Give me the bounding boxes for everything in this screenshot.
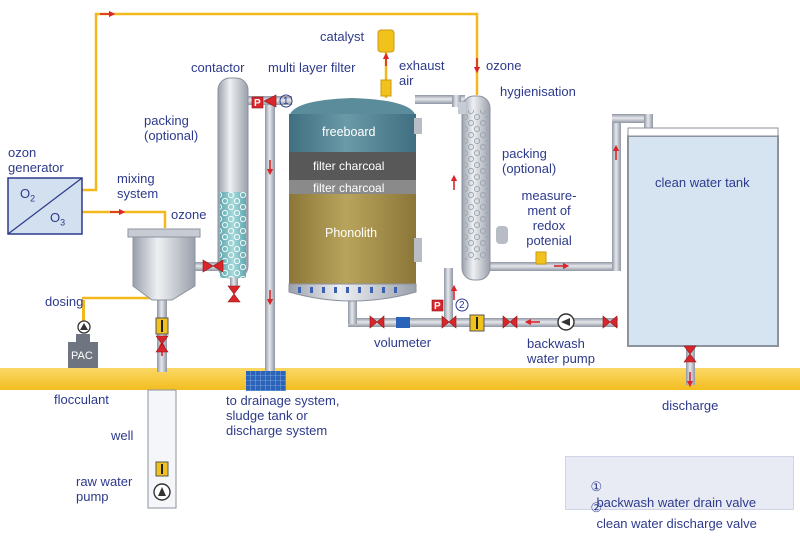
label-mixing-system: mixing system [117, 171, 159, 201]
valve-well [155, 335, 169, 353]
label-o3: O3 [50, 210, 66, 228]
ground-band [0, 368, 800, 390]
legend-num-2: ② [590, 500, 603, 515]
legend-text-1: backwash water drain valve [596, 495, 757, 510]
volumeter [396, 317, 410, 328]
label-p2: P [434, 301, 441, 312]
mixing-tank [127, 228, 201, 301]
water-treatment-diagram [0, 10, 800, 509]
label-o2: O2 [20, 186, 36, 204]
label-filter-charcoal-1: filter charcoal [313, 159, 385, 173]
manifold-fitting [469, 314, 485, 332]
valve-mixing [202, 259, 224, 273]
flocculant-fitting [155, 317, 169, 335]
valve-discharge [683, 345, 697, 363]
valve-manifold-4 [602, 315, 618, 329]
valve-p1 [251, 96, 264, 109]
hygienisation-column [458, 95, 508, 281]
label-packing-right: packing (optional) [502, 146, 557, 176]
ozone-generator [7, 177, 83, 235]
label-raw-water-pump: raw water pump [76, 474, 133, 504]
label-backwash-pump: backwash water pump [527, 336, 595, 366]
label-contactor: contactor [191, 60, 245, 75]
label-ozone-mid: ozone [171, 207, 207, 222]
label-dosing: dosing [45, 294, 84, 309]
valve-manifold-3 [502, 315, 518, 329]
dosing-unit [68, 300, 98, 368]
valve-manifold-2 [441, 315, 457, 329]
label-drainage: to drainage system, sludge tank or disch… [226, 393, 340, 438]
label-valve1-num: 1 [283, 96, 289, 107]
valve-manifold-1 [369, 315, 385, 329]
clean-water-tank [627, 127, 779, 347]
contactor-column [217, 77, 249, 290]
ozone-flow-arrows [100, 10, 481, 216]
label-hygienisation: hygienisation [500, 84, 576, 99]
catalyst-unit [377, 29, 395, 97]
label-flocculant: flocculant [54, 392, 109, 407]
legend-item-2: ② clean water discharge valve [576, 485, 757, 546]
label-well: well [111, 428, 134, 443]
redox-sensor [535, 251, 547, 265]
raw-water-pump [153, 461, 171, 501]
label-catalyst: catalyst [320, 29, 365, 44]
multi-layer-filter [288, 98, 422, 302]
legend-item-1: ① backwash water drain valve [576, 464, 756, 525]
label-p1: P [254, 98, 261, 109]
valve-number-circles [279, 94, 469, 312]
label-clean-water-tank: clean water tank [655, 175, 750, 190]
label-filter-charcoal-2: filter charcoal [313, 181, 385, 195]
valves [155, 94, 697, 363]
valve-drain [263, 94, 277, 108]
label-volumeter: volumeter [374, 335, 432, 350]
label-ozone-top: ozone [486, 58, 522, 73]
label-phonolith: Phonolith [325, 226, 378, 240]
label-multi-layer-filter: multi layer filter [268, 60, 356, 75]
label-ozon-generator: ozon generator [8, 145, 64, 175]
valve-contactor-bottom [227, 285, 241, 303]
valve-p2 [431, 299, 444, 312]
legend-box: ① backwash water drain valve ② clean wat… [565, 456, 794, 531]
label-exhaust-air: exhaust air [399, 58, 445, 88]
label-pac: PAC [71, 350, 93, 362]
label-discharge: discharge [662, 398, 719, 413]
label-packing-left: packing (optional) [144, 113, 199, 143]
legend-num-1: ① [590, 479, 603, 494]
label-measurement: measure- ment of redox potenial [521, 188, 577, 248]
label-freeboard: freeboard [322, 125, 376, 139]
backwash-pump [557, 313, 575, 331]
drainage-grate [246, 371, 286, 391]
label-valve2-num: 2 [459, 300, 465, 311]
legend-text-2: clean water discharge valve [596, 516, 757, 531]
